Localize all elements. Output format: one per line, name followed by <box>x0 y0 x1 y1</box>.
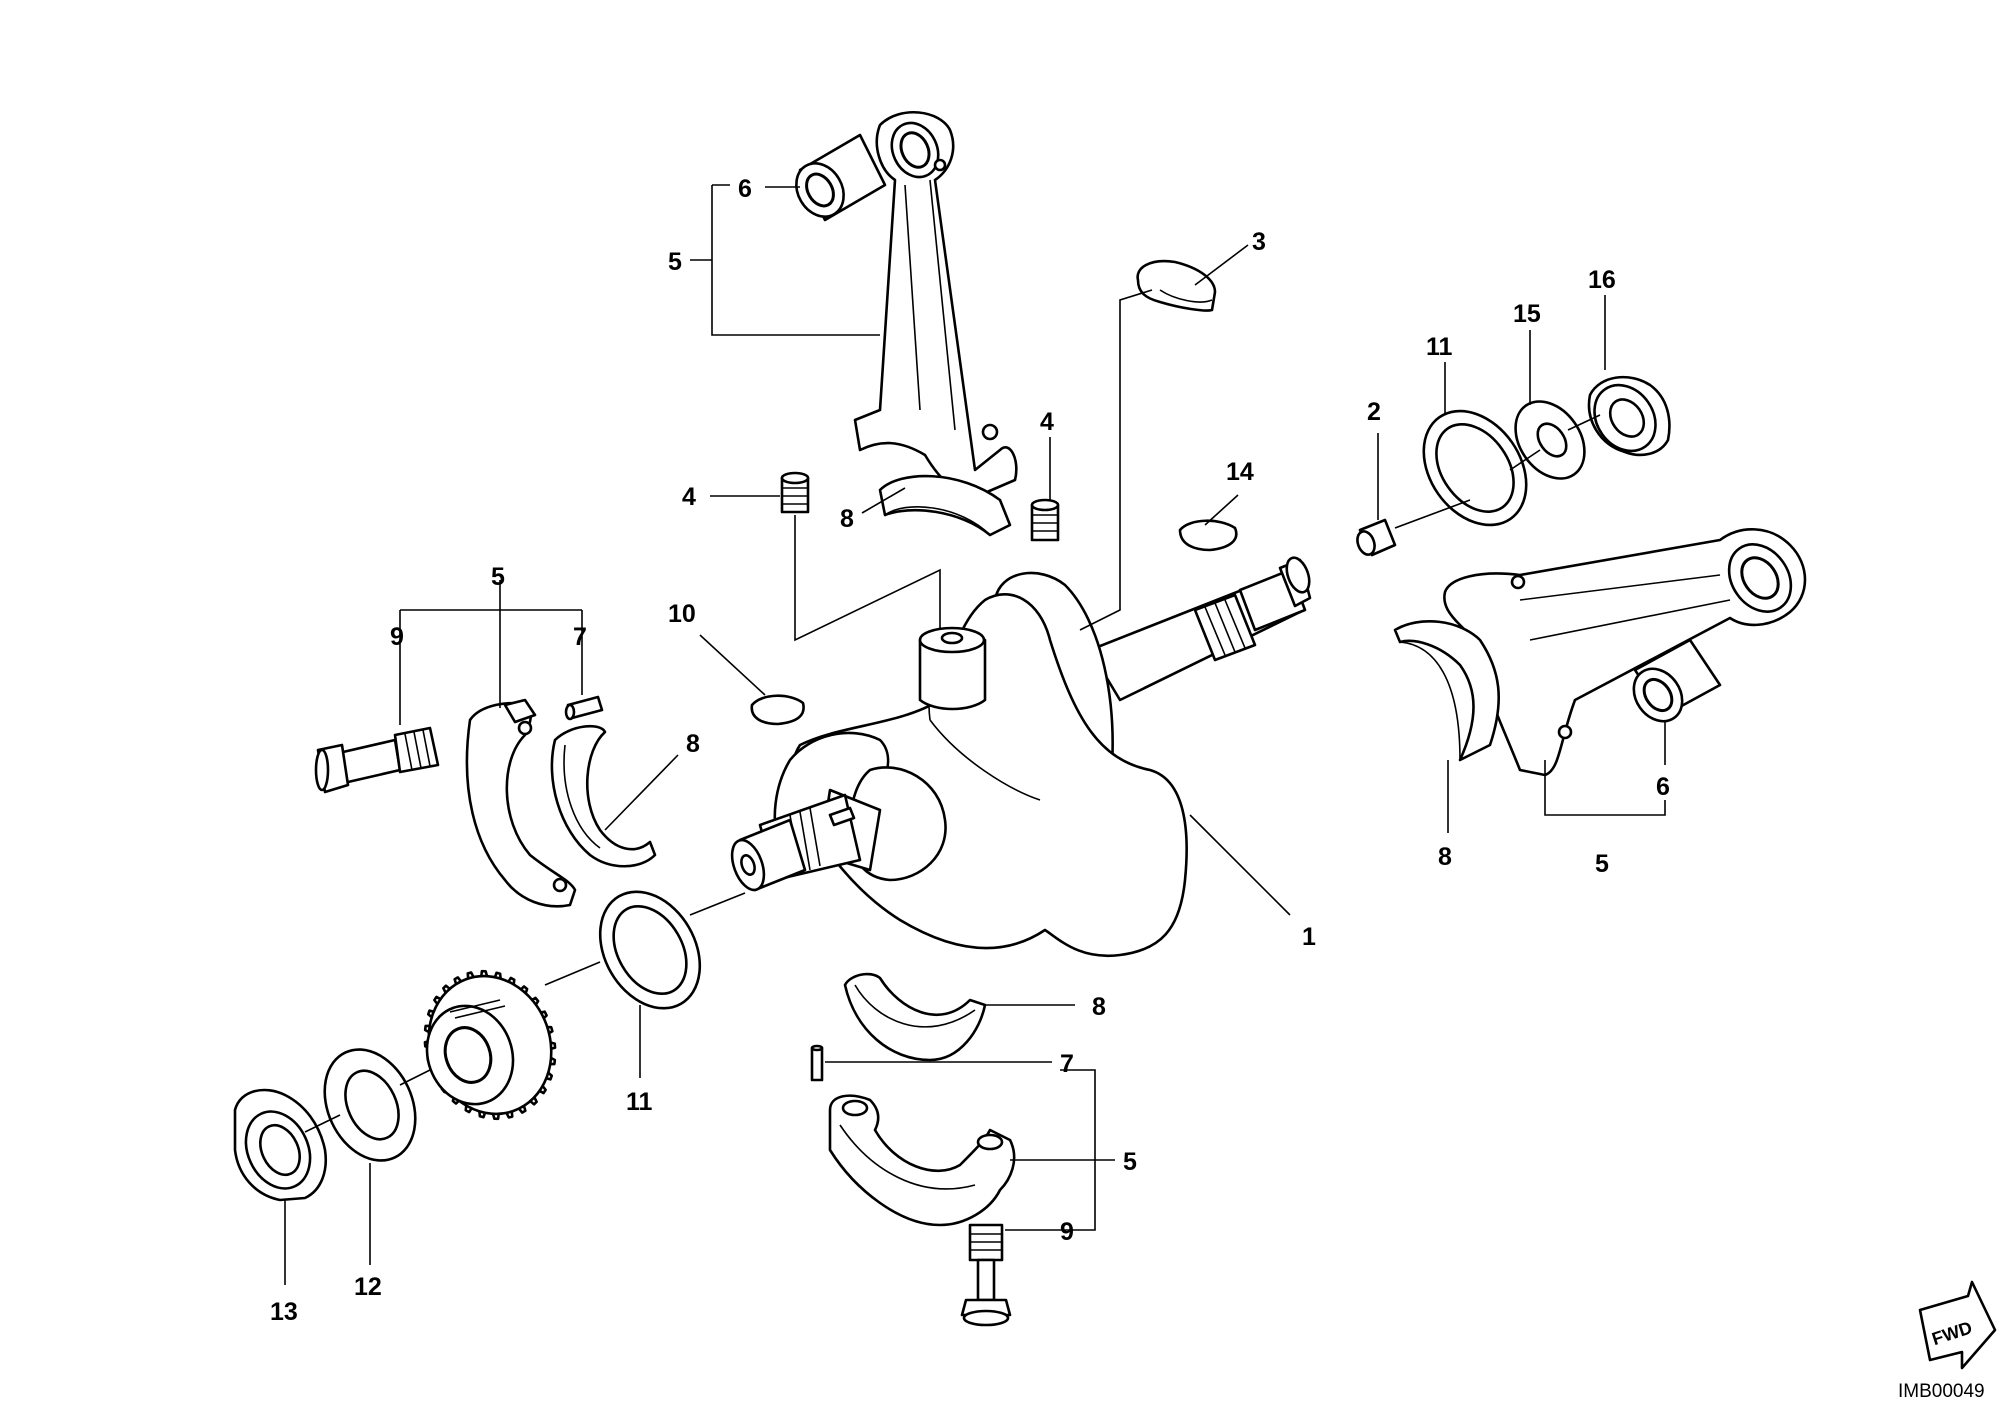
callout-cap-left: 5 <box>491 563 505 591</box>
thrust-washer-right-part <box>1422 409 1528 527</box>
washer-15-part <box>1514 400 1586 480</box>
callout-plug-2: 2 <box>1367 398 1381 426</box>
bearing-shell-right-part <box>1393 619 1500 762</box>
nut-13-part <box>233 1088 327 1202</box>
key-14-part <box>1178 519 1238 552</box>
connecting-rod-top-part <box>853 111 1018 498</box>
cap-left-part <box>465 698 577 908</box>
callout-nut-13: 13 <box>270 1298 298 1326</box>
cap-bottom-part <box>828 1094 1016 1227</box>
washer-12-part <box>323 1048 417 1162</box>
callout-washer-15: 15 <box>1513 300 1541 328</box>
bolt-9-bottom-part <box>960 1223 1012 1327</box>
leader-lines <box>284 184 1666 1285</box>
callout-small-end-top: 6 <box>738 175 752 203</box>
callout-pin-7-bottom: 7 <box>1060 1050 1074 1078</box>
nut-16-part <box>1587 375 1671 457</box>
callout-plug-4-right: 4 <box>1040 408 1054 436</box>
thrust-washer-left-part <box>598 890 702 1010</box>
pin-7-left-part <box>564 695 604 721</box>
plug-3-part <box>1136 259 1217 312</box>
key-10-part <box>750 694 805 726</box>
callout-bolt-9-bottom: 9 <box>1060 1218 1074 1246</box>
callout-conrod-top: 5 <box>668 248 682 276</box>
bearing-shell-bottom-part <box>843 972 987 1062</box>
callout-nut-16: 16 <box>1588 266 1616 294</box>
connecting-rod-right-part <box>1443 528 1807 777</box>
gear-part <box>423 969 557 1121</box>
small-end-bush-right-part <box>1632 638 1722 723</box>
callout-key-14: 14 <box>1226 458 1254 486</box>
bearing-shell-left-part <box>550 724 657 868</box>
callout-conrod-right: 5 <box>1595 850 1609 878</box>
pin-7-bottom-part <box>810 1044 824 1082</box>
callout-shell-8-right: 8 <box>1438 843 1452 871</box>
small-end-bush-top-part <box>795 133 887 222</box>
callout-washer-12: 12 <box>354 1273 382 1301</box>
callout-washer-11-right: 11 <box>1426 333 1453 361</box>
callout-shell-8-top: 8 <box>840 505 854 533</box>
callout-shell-8-leftcap: 8 <box>686 730 700 758</box>
forward-direction-marker: FWD <box>1918 1280 1997 1370</box>
bolt-9-left-part <box>314 726 440 794</box>
plug-4-left-part <box>780 471 810 514</box>
plug-2-part <box>1356 518 1397 557</box>
callout-bolt-9-left: 9 <box>390 623 404 651</box>
callout-small-end-right: 6 <box>1656 773 1670 801</box>
callout-plug-4-left: 4 <box>682 483 696 511</box>
crankshaft-part <box>730 556 1312 958</box>
bearing-shell-top-part <box>878 474 1012 537</box>
callout-washer-11-left: 11 <box>626 1088 653 1116</box>
image-code: IMB00049 <box>1898 1381 1985 1402</box>
callout-key-10: 10 <box>668 600 696 628</box>
callout-labels: 1 2 3 4 4 5 6 8 14 5 9 7 10 8 11 12 13 8… <box>270 175 1670 1326</box>
plug-4-right-part <box>1030 498 1060 542</box>
callout-crankshaft: 1 <box>1302 923 1316 951</box>
callout-shell-8-bottom: 8 <box>1092 993 1106 1021</box>
callout-pin-7-left: 7 <box>573 623 587 651</box>
callout-cap-bottom: 5 <box>1123 1148 1137 1176</box>
callout-plug-3: 3 <box>1252 228 1266 256</box>
